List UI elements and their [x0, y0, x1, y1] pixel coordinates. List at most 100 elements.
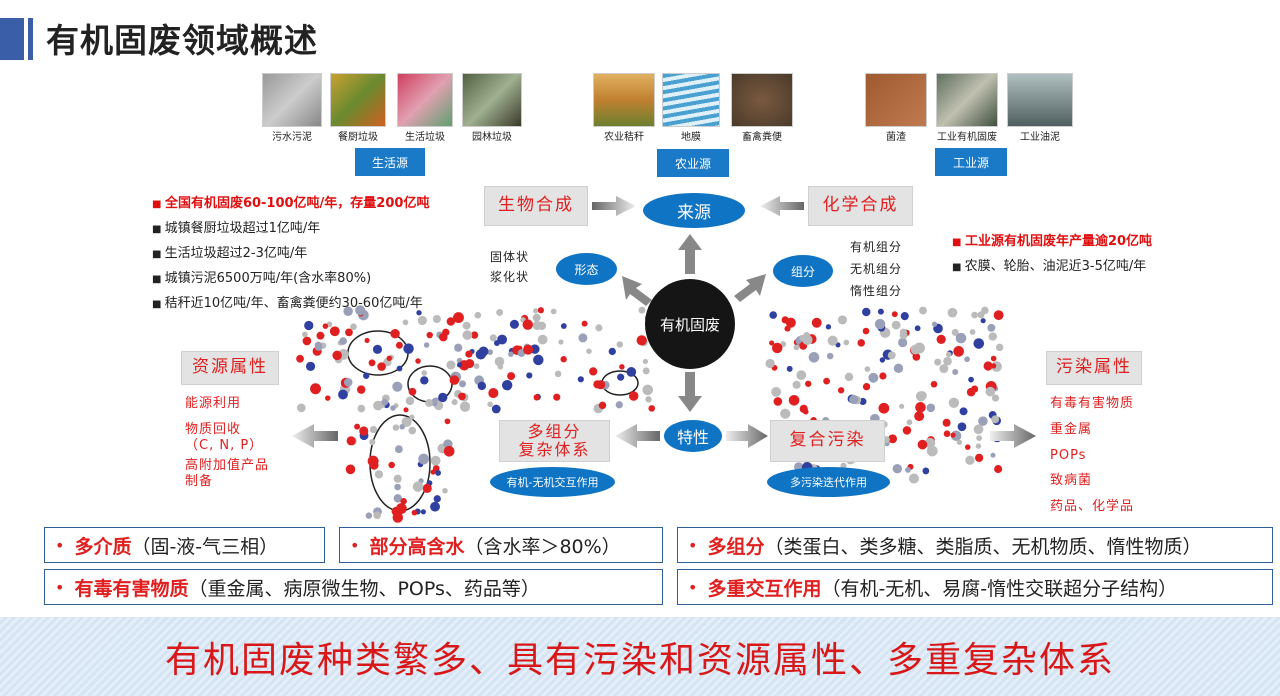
- atom: [974, 453, 984, 462]
- atom: [507, 372, 516, 381]
- atom: [533, 308, 539, 314]
- atom: [400, 497, 407, 505]
- atom: [355, 305, 366, 316]
- atom: [862, 307, 871, 317]
- atom: [474, 311, 482, 319]
- stat-item: 全国有机固废60-100亿吨/年，存量200亿吨: [152, 192, 430, 211]
- atom: [912, 353, 921, 361]
- atom: [887, 351, 896, 360]
- atom: [918, 391, 927, 400]
- atom: [769, 340, 775, 346]
- component-item: 无机组分: [850, 262, 903, 276]
- atom: [827, 335, 838, 346]
- atom: [966, 387, 976, 397]
- atom: [608, 347, 616, 356]
- atom: [991, 415, 1000, 424]
- atom: [533, 394, 540, 401]
- atom: [367, 455, 379, 467]
- atom: [914, 325, 921, 332]
- component-item: 有机组分: [850, 240, 903, 254]
- atom: [391, 506, 401, 516]
- atom: [420, 376, 429, 385]
- atom: [942, 418, 951, 427]
- stat-item: 工业源有机固废年产量逾20亿吨: [952, 230, 1152, 249]
- atom: [346, 436, 356, 446]
- atom: [373, 511, 382, 520]
- atom: [426, 331, 433, 339]
- atom: [642, 384, 654, 396]
- atom: [792, 380, 801, 389]
- atom: [421, 370, 427, 376]
- atom: [373, 400, 383, 411]
- resource-item: 物质回收 （C, N, P）: [185, 422, 264, 454]
- atom: [343, 378, 353, 387]
- property-key: 多组分: [707, 535, 765, 558]
- atom: [922, 467, 930, 475]
- atom: [826, 352, 834, 360]
- compound-pollution-box: 复合污染: [770, 420, 885, 462]
- atom: [458, 380, 467, 388]
- source-label-agricultural: 农业源: [657, 149, 729, 177]
- atom: [422, 483, 432, 493]
- atom: [891, 320, 901, 330]
- photo-mulch-film: [662, 73, 720, 127]
- property-detail: （重金属、病原微生物、POPs、药品等）: [188, 577, 540, 600]
- atom: [862, 327, 870, 335]
- atom: [357, 404, 366, 413]
- atom: [343, 306, 353, 317]
- atom: [451, 399, 458, 406]
- atom: [329, 326, 340, 337]
- atom: [900, 312, 909, 321]
- atom: [364, 337, 370, 343]
- atom: [993, 310, 1004, 321]
- atom: [808, 351, 820, 363]
- atom: [532, 320, 542, 330]
- atom: [596, 380, 606, 390]
- atom: [891, 311, 898, 318]
- atom: [392, 381, 403, 392]
- atom: [990, 355, 997, 362]
- atom: [477, 381, 487, 391]
- property-node: 特性: [664, 420, 722, 452]
- atom: [616, 341, 624, 348]
- atom: [395, 341, 403, 349]
- property-key: 多重交互作用: [707, 577, 822, 600]
- atom: [345, 328, 353, 337]
- atom: [296, 354, 304, 363]
- atom: [459, 401, 471, 412]
- atom: [968, 376, 974, 383]
- atom: [487, 401, 493, 408]
- atom: [402, 319, 409, 326]
- atom: [877, 308, 884, 315]
- atom: [443, 445, 455, 457]
- atom: [558, 339, 564, 345]
- atom: [925, 437, 936, 449]
- atom: [522, 319, 533, 330]
- atom: [917, 439, 928, 450]
- atom: [589, 367, 598, 376]
- atom: [533, 354, 544, 366]
- atom: [537, 307, 545, 314]
- atom: [392, 424, 400, 431]
- atom: [322, 323, 329, 329]
- form-item: 固体状: [490, 250, 530, 264]
- atom: [577, 376, 584, 383]
- caption: 污水污泥: [272, 132, 312, 143]
- atom: [598, 401, 607, 410]
- atom: [489, 334, 497, 342]
- property-box: •多介质（固-液-气三相）: [44, 527, 325, 563]
- atom: [354, 423, 361, 430]
- atom: [508, 351, 514, 357]
- atom: [976, 435, 983, 441]
- atom: [947, 307, 958, 318]
- property-detail: （类蛋白、类多糖、类脂质、无机物质、惰性物质）: [764, 535, 1202, 558]
- atom: [973, 338, 985, 349]
- atom: [458, 392, 466, 401]
- atom: [439, 332, 448, 342]
- atom: [902, 426, 912, 435]
- atom: [550, 308, 557, 315]
- atom: [491, 404, 501, 414]
- form-node: 形态: [556, 253, 617, 285]
- photo-household-waste: [397, 73, 453, 127]
- component-item: 惰性组分: [850, 284, 903, 298]
